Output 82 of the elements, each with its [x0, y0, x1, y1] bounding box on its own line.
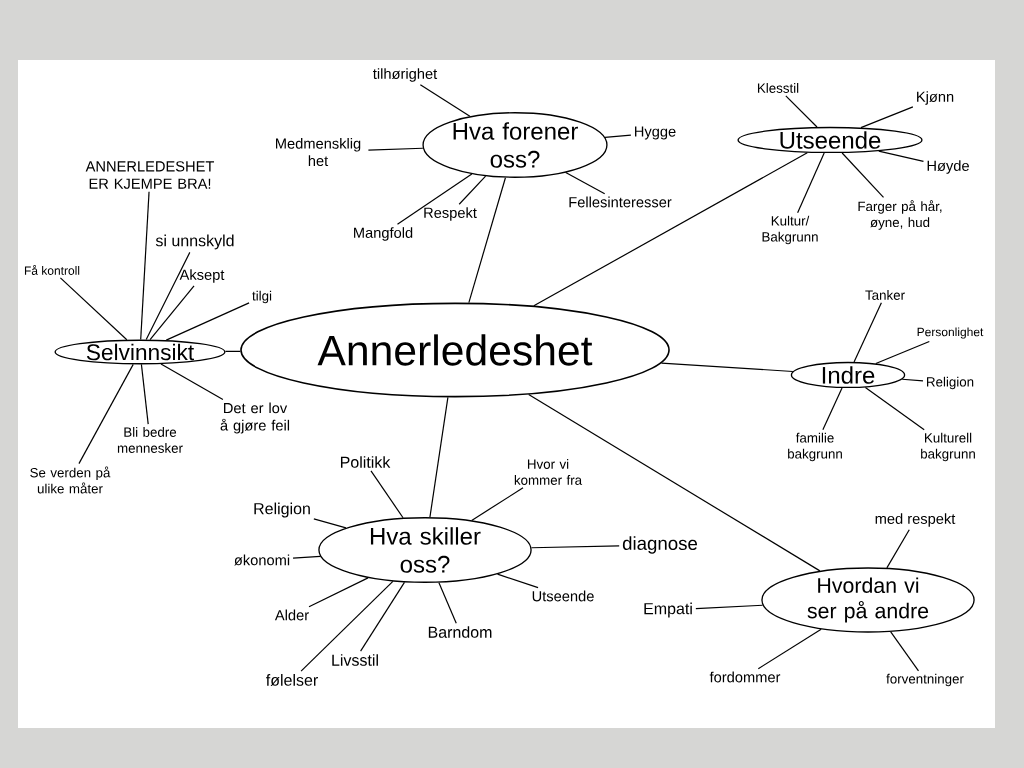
connector-line — [530, 545, 620, 549]
keyword-text: med respekt — [875, 513, 956, 527]
connector-line — [140, 191, 150, 341]
connector-line — [370, 470, 404, 519]
keyword-text: Religion — [254, 502, 310, 518]
keyword-text: Livsstil — [332, 654, 378, 666]
connector-line — [757, 628, 822, 670]
connector-line — [565, 171, 606, 195]
connector-line — [59, 277, 128, 341]
connector-line — [471, 487, 524, 521]
connector-line — [528, 393, 821, 572]
keyword-text: Kulturell bakgrunn — [921, 432, 975, 462]
connector-line — [165, 302, 250, 341]
connector-line — [533, 152, 808, 307]
keyword-text: diagnose — [622, 536, 698, 554]
connector-line — [886, 529, 910, 569]
connector-line — [841, 152, 885, 198]
connector-line — [797, 152, 825, 214]
connector-line — [438, 582, 457, 624]
connector-line — [224, 350, 241, 353]
connector-line — [419, 84, 471, 117]
keyword-text: Kjønn — [917, 91, 954, 105]
connector-line — [604, 134, 632, 138]
connector-line — [78, 363, 134, 465]
keyword-text: Aksept — [179, 269, 225, 283]
keyword-text: Hygge — [635, 126, 676, 140]
keyword-text: Medmensklig het — [276, 137, 361, 167]
keyword-text: Utseende — [532, 590, 594, 602]
keyword-text: Respekt — [424, 207, 477, 221]
connector-line — [901, 378, 924, 382]
keyword-text: fordommer — [709, 671, 781, 683]
connector-line — [367, 147, 424, 151]
keyword-text: familie bakgrunn — [788, 432, 842, 462]
keyword-text: Kultur/ Bakgrunn — [762, 215, 818, 245]
connector-line — [429, 396, 449, 518]
keyword-text: Klesstil — [758, 83, 799, 93]
connector-line — [140, 363, 149, 425]
connector-line — [875, 340, 930, 365]
connector-line — [878, 150, 925, 162]
connector-line — [300, 580, 394, 672]
keyword-text: Personlighet — [917, 327, 984, 339]
keyword-text: Få kontroll — [24, 265, 80, 275]
keyword-text: økonomi — [234, 554, 290, 566]
keyword-text: ANNERLEDESHET ER KJEMPE BRA! — [85, 161, 215, 189]
keyword-text: Empati — [644, 602, 692, 618]
connector-line — [160, 363, 224, 401]
keyword-text: si unnskyld — [155, 234, 234, 250]
connector-line — [149, 285, 195, 341]
connector-line — [145, 251, 191, 341]
keyword-text: Alder — [274, 609, 309, 621]
keyword-text: tilhørighet — [373, 68, 438, 82]
keyword-text: Religion — [927, 376, 974, 390]
connector-line — [853, 302, 882, 363]
connector-line — [864, 386, 925, 431]
connector-line — [496, 573, 539, 589]
connector-line — [822, 387, 843, 431]
keyword-text: Bli bedre mennesker — [117, 427, 183, 453]
connector-line — [468, 177, 507, 304]
keyword-text: tilgi — [252, 290, 272, 304]
connector-line — [785, 95, 818, 128]
keyword-text: Høyde — [927, 160, 969, 174]
keyword-text: Farger på hår, øyne, hud — [858, 200, 942, 230]
connector-line — [695, 604, 764, 610]
keyword-text: Det er lov å gjøre feil — [220, 402, 290, 434]
connector-line — [308, 577, 369, 608]
keyword-text: forventninger — [886, 673, 964, 687]
keyword-text: følelser — [266, 674, 318, 686]
keyword-text: Mangfold — [354, 227, 413, 241]
keyword-text: Tanker — [865, 290, 905, 300]
connector-line — [360, 581, 406, 652]
connector-line — [860, 106, 914, 129]
keyword-text: Politikk — [341, 456, 391, 468]
connector-line — [313, 518, 347, 529]
keyword-text: Barndom — [428, 626, 492, 638]
connector-line — [660, 362, 794, 373]
connector-line — [458, 175, 487, 205]
keyword-text: Hvor vi kommer fra — [514, 459, 583, 485]
connector-line — [292, 555, 321, 559]
keyword-text: Se verden på ulike måter — [30, 466, 111, 494]
connector-line — [890, 631, 920, 672]
connector-line — [396, 173, 473, 225]
keyword-text: Fellesinteresser — [569, 196, 672, 208]
